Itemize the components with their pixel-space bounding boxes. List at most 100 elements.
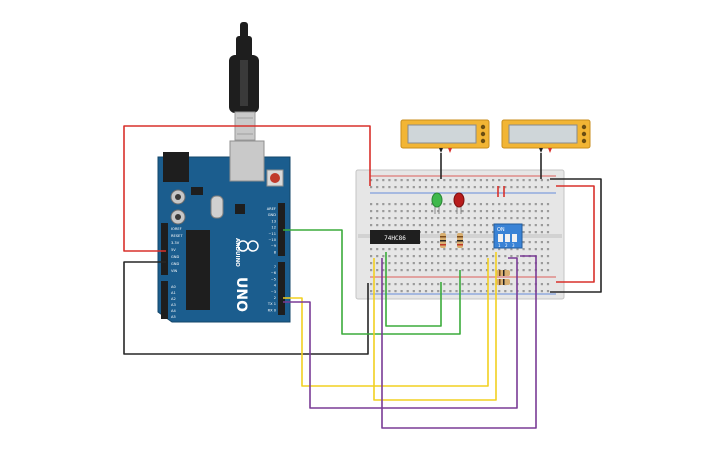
breadboard-hole <box>540 231 543 234</box>
breadboard-hole <box>437 255 440 258</box>
breadboard-hole <box>388 179 391 182</box>
breadboard-hole <box>492 231 495 234</box>
breadboard-hole <box>431 186 434 189</box>
wire-yellow-1[interactable] <box>283 258 489 387</box>
wire-red-right[interactable] <box>556 185 595 283</box>
breadboard-hole <box>388 210 391 213</box>
breadboard-hole <box>455 248 458 251</box>
arduino-uno-board[interactable]: ARDUINO UNO <box>157 140 291 323</box>
breadboard-hole <box>394 262 397 265</box>
resistor-2[interactable] <box>457 233 463 248</box>
resistor-3[interactable] <box>496 270 510 276</box>
breadboard-hole <box>485 262 489 265</box>
breadboard-hole <box>370 224 373 227</box>
breadboard-hole <box>382 186 385 189</box>
breadboard-hole <box>492 217 495 220</box>
breadboard-hole <box>473 210 476 213</box>
breadboard-hole <box>534 241 537 244</box>
wire-black-gnd[interactable] <box>123 261 369 355</box>
breadboard-hole <box>449 203 452 206</box>
breadboard-hole <box>473 255 476 258</box>
breadboard-hole <box>406 255 409 258</box>
breadboard-hole <box>467 290 470 293</box>
breadboard-hole <box>485 248 489 251</box>
breadboard-hole <box>431 210 434 213</box>
breadboard-hole <box>479 255 482 258</box>
analog-pin-label: A4 <box>171 309 176 313</box>
breadboard-hole <box>510 210 513 213</box>
breadboard-hole <box>406 217 409 220</box>
breadboard-hole <box>431 248 434 251</box>
breadboard-hole <box>473 269 476 272</box>
breadboard-hole <box>437 248 440 251</box>
breadboard-hole <box>546 255 550 258</box>
breadboard-hole <box>498 262 501 265</box>
led-green[interactable] <box>431 192 443 214</box>
wire-green-2[interactable] <box>385 252 442 327</box>
breadboard-hole <box>455 241 458 244</box>
breadboard-hole <box>449 241 452 244</box>
breadboard-hole <box>461 269 464 272</box>
wire-purple-1[interactable] <box>283 257 518 409</box>
breadboard-hole <box>449 290 452 293</box>
arduino-brand-label: ARDUINO <box>234 238 240 267</box>
wire-yellow-2[interactable] <box>373 252 497 401</box>
breadboard-hole <box>485 255 489 258</box>
breadboard-hole <box>412 210 415 213</box>
breadboard-hole <box>498 248 501 251</box>
breadboard-hole <box>406 262 409 265</box>
wire-green-1[interactable] <box>283 229 461 335</box>
breadboard-hole <box>418 248 421 251</box>
breadboard-hole <box>388 203 391 206</box>
breadboard-hole <box>424 283 428 286</box>
breadboard-hole <box>437 186 440 189</box>
breadboard-hole <box>431 217 434 220</box>
breadboard-hole <box>546 217 550 220</box>
breadboard-hole <box>418 283 421 286</box>
breadboard-hole <box>394 248 397 251</box>
resistor-1[interactable] <box>440 233 446 248</box>
breadboard-hole <box>394 186 397 189</box>
breadboard-hole <box>534 186 537 189</box>
breadboard-hole <box>534 224 537 227</box>
breadboard-hole <box>424 224 428 227</box>
wire-black-right[interactable] <box>550 178 602 293</box>
breadboard-hole <box>418 224 421 227</box>
breadboard-hole <box>498 203 501 206</box>
breadboard-hole <box>437 290 440 293</box>
breadboard-hole <box>400 186 403 189</box>
analog-pin-label: A1 <box>171 291 176 295</box>
led-red[interactable] <box>453 192 465 214</box>
breadboard-hole <box>546 262 550 265</box>
breadboard-hole <box>424 290 428 293</box>
breadboard-hole <box>443 186 446 189</box>
breadboard-hole <box>431 203 434 206</box>
breadboard-hole <box>540 186 543 189</box>
breadboard-hole <box>394 203 397 206</box>
breadboard-hole <box>498 217 501 220</box>
breadboard-hole <box>455 283 458 286</box>
wire-red-5v[interactable] <box>123 125 371 252</box>
breadboard-hole <box>467 203 470 206</box>
power-pin-label: 5V <box>171 248 176 252</box>
breadboard-hole <box>522 203 525 206</box>
resistor-4[interactable] <box>496 279 510 285</box>
dip-switch[interactable]: ON 1 2 3 <box>493 223 523 249</box>
breadboard-hole <box>540 203 543 206</box>
breadboard-hole <box>485 269 489 272</box>
breadboard-hole <box>449 217 452 220</box>
breadboard-hole <box>437 241 440 244</box>
breadboard-hole <box>467 262 470 265</box>
breadboard-hole <box>424 179 428 182</box>
digital-pin-label: 2 <box>274 296 276 300</box>
breadboard-hole <box>443 210 446 213</box>
breadboard-hole <box>418 217 421 220</box>
multimeter-right[interactable] <box>501 119 591 153</box>
multimeter-left[interactable] <box>400 119 490 153</box>
breadboard-hole <box>370 248 373 251</box>
breadboard-hole <box>443 269 446 272</box>
wire-purple-2[interactable] <box>381 255 537 429</box>
ic-74hc86[interactable]: 74HC86 <box>370 230 420 244</box>
breadboard-hole <box>473 262 476 265</box>
breadboard-hole <box>406 210 409 213</box>
